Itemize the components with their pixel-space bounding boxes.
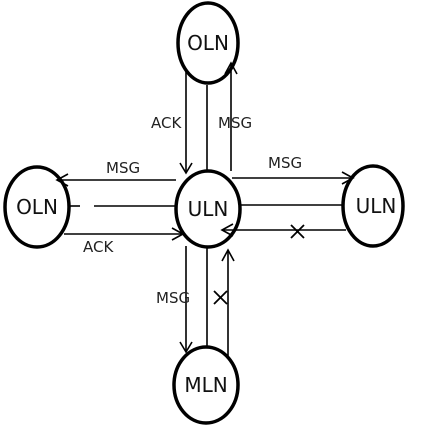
edge-center-left-msg: MSG	[55, 159, 176, 187]
edge-label-msg-left: MSG	[106, 159, 140, 177]
edge-top-center-ack: ACK	[151, 70, 193, 175]
node-right-label: ULN	[356, 194, 397, 218]
edge-label-msg-top: MSG	[218, 114, 252, 132]
node-bottom-label: MLN	[184, 373, 227, 397]
edge-right-center-failed	[220, 223, 346, 239]
node-center: ULN	[174, 169, 242, 249]
edge-center-right-msg: MSG	[232, 154, 355, 185]
node-bottom: MLN	[172, 345, 240, 425]
edge-label-msg-right: MSG	[268, 154, 302, 172]
edge-label-ack-left: ACK	[83, 238, 114, 256]
edge-center-bottom-msg: MSG	[156, 246, 193, 354]
node-center-label: ULN	[188, 197, 229, 221]
edge-label-msg-bottom: MSG	[156, 289, 190, 307]
node-left: OLN	[3, 165, 71, 249]
edge-left-center-ack: ACK	[64, 227, 185, 256]
node-left-label: OLN	[16, 195, 58, 219]
edge-center-top-msg: MSG	[206, 61, 252, 172]
node-top: OLN	[176, 1, 240, 85]
node-right: ULN	[341, 164, 405, 248]
node-top-label: OLN	[187, 31, 229, 55]
edge-bottom-center-failed	[213, 248, 235, 356]
edge-label-ack-top: ACK	[151, 114, 182, 132]
